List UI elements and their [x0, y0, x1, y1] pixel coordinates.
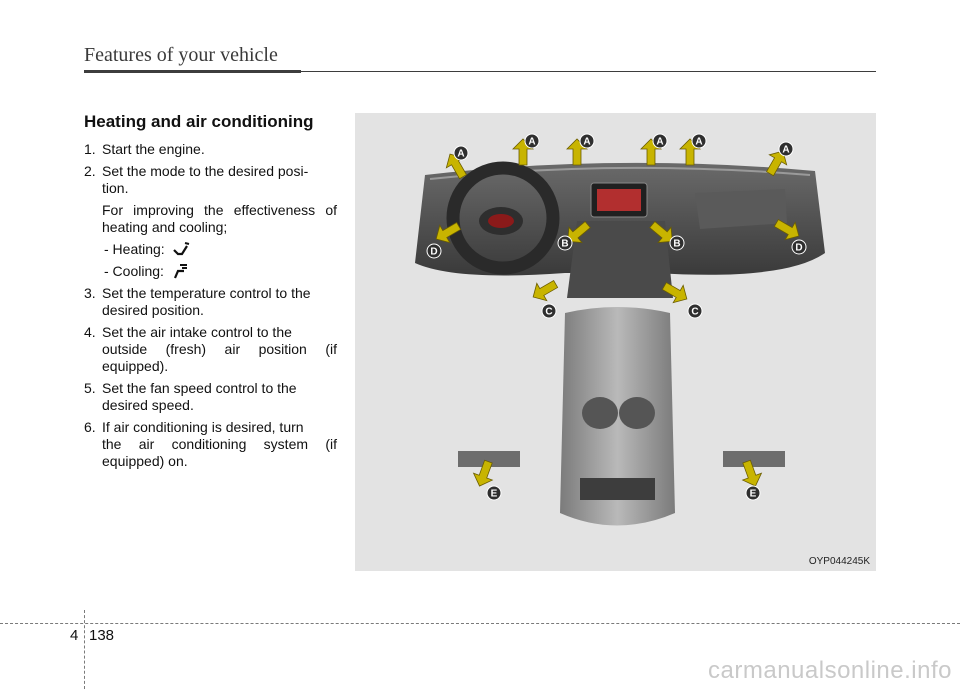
- step-text: Set the air intake control to the: [102, 324, 292, 340]
- chapter-number: 4: [70, 627, 79, 644]
- footer-rule: [0, 623, 960, 624]
- glovebox: [695, 189, 787, 229]
- step-number: 2.: [84, 163, 96, 179]
- figure-caption: OYP044245K: [808, 556, 870, 567]
- cooling-label: - Cooling:: [104, 263, 164, 279]
- airflow-arrow: [649, 220, 673, 243]
- dashboard: [415, 162, 825, 276]
- vent-badge-label: A: [695, 137, 702, 148]
- vent-badge: C: [687, 303, 703, 319]
- step-number: 3.: [84, 285, 96, 301]
- airflow-arrow: [661, 281, 688, 304]
- vent-badge-label: A: [583, 137, 590, 148]
- vent-badge: D: [426, 243, 442, 259]
- rear-floor-vent-left: [458, 451, 520, 467]
- vent-badge-label: A: [782, 145, 789, 156]
- airflow-arrow: [532, 279, 559, 302]
- step-number: 4.: [84, 324, 96, 340]
- step-text: Start the engine.: [102, 141, 205, 157]
- airflow-arrows: [435, 138, 800, 487]
- vent-badge: A: [652, 133, 668, 149]
- step-text-cont: outside (fresh) air position (if equippe…: [102, 341, 337, 374]
- heating-mode-row: - Heating:: [84, 241, 337, 258]
- airflow-arrow: [472, 459, 494, 487]
- step-2: 2. Set the mode to the desired posi- tion…: [84, 163, 337, 197]
- vent-badge-label: A: [656, 137, 663, 148]
- vent-badge-label: A: [457, 149, 464, 160]
- step-number: 1.: [84, 141, 96, 157]
- cooling-mode-row: - Cooling:: [84, 263, 337, 280]
- step-text-cont: the air conditioning system (if equipped…: [102, 436, 337, 469]
- step-6: 6. If air conditioning is desired, turn t…: [84, 419, 337, 470]
- step-text: Set the mode to the desired posi-: [102, 163, 309, 179]
- airflow-arrow: [567, 220, 591, 243]
- vehicle-interior-illustration: A A A A A A B B C C D D E E: [415, 133, 825, 526]
- step-text: Set the temperature control to the: [102, 285, 311, 301]
- vent-badge: A: [524, 133, 540, 149]
- header-rule-thick: [84, 70, 301, 73]
- step-3: 3. Set the temperature control to the des…: [84, 285, 337, 319]
- airflow-arrow: [435, 221, 462, 244]
- vent-badge-label: D: [430, 247, 437, 258]
- step-text: Set the fan speed control to the: [102, 380, 297, 396]
- vent-badge: E: [745, 485, 761, 501]
- mode-note: For improving the effectiveness of heati…: [102, 202, 337, 235]
- vent-badge: A: [453, 145, 469, 161]
- vent-badges: A A A A A A B B C C D D E E: [426, 133, 807, 501]
- instructions-column: Heating and air conditioning 1. Start the…: [84, 112, 337, 475]
- section-title: Heating and air conditioning: [84, 112, 314, 131]
- header-rule-thin: [301, 71, 876, 72]
- rear-floor-vent-right: [723, 451, 785, 467]
- step-number: 5.: [84, 380, 96, 396]
- heating-label: - Heating:: [104, 241, 165, 257]
- footer-divider: [84, 610, 85, 689]
- step-5: 5. Set the fan speed control to the desir…: [84, 380, 337, 414]
- center-stack: [567, 221, 673, 298]
- step-number: 6.: [84, 419, 96, 435]
- watermark: carmanualsonline.info: [708, 657, 952, 684]
- vent-badge: B: [669, 235, 685, 251]
- vent-badge-label: B: [673, 239, 680, 250]
- airflow-arrow: [741, 459, 763, 487]
- heating-mode-icon: [172, 242, 189, 256]
- vent-badge: D: [791, 239, 807, 255]
- vent-badge-label: C: [545, 307, 552, 318]
- vent-badge: A: [579, 133, 595, 149]
- vent-badge-label: A: [528, 137, 535, 148]
- step-text: If air conditioning is desired, turn: [102, 419, 304, 435]
- steering-wheel: [446, 161, 560, 275]
- vent-badge: A: [778, 141, 794, 157]
- vent-badge: E: [486, 485, 502, 501]
- airflow-arrow: [765, 150, 788, 177]
- vent-diagram-figure: A A A A A A B B C C D D E E OYP044245K: [355, 113, 876, 571]
- airflow-arrow: [773, 218, 800, 241]
- step-text-cont: desired speed.: [102, 397, 194, 413]
- step-4: 4. Set the air intake control to the outs…: [84, 324, 337, 375]
- step-1: 1. Start the engine.: [84, 141, 337, 158]
- vent-badge-label: C: [691, 307, 698, 318]
- vent-badge-label: D: [795, 243, 802, 254]
- step-text-cont: desired position.: [102, 302, 204, 318]
- vent-badge-label: E: [491, 489, 498, 500]
- vent-badge-label: E: [750, 489, 757, 500]
- vent-badge: B: [557, 235, 573, 251]
- vent-badge: A: [691, 133, 707, 149]
- step-text-cont: tion.: [102, 180, 129, 196]
- cooling-mode-icon: [173, 264, 187, 279]
- page-header-title: Features of your vehicle: [84, 44, 278, 66]
- vent-badge: C: [541, 303, 557, 319]
- page-number: 138: [89, 627, 115, 644]
- vent-badge-label: B: [561, 239, 568, 250]
